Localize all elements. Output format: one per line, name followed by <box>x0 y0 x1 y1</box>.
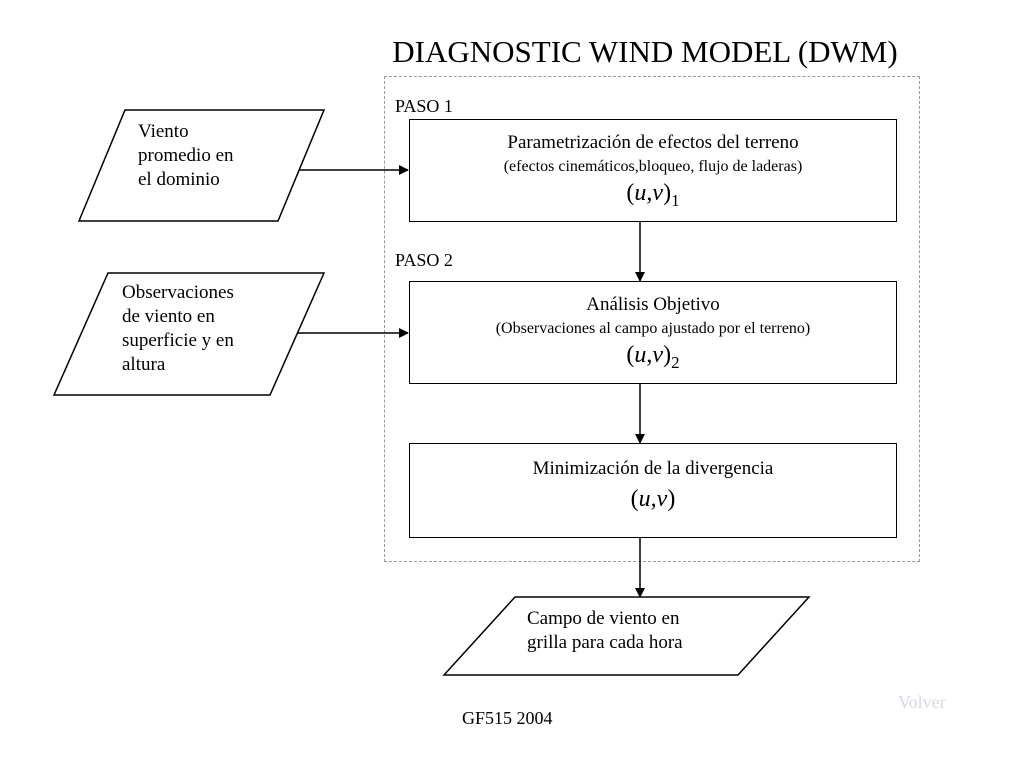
dwm-frame <box>384 76 920 562</box>
output-wind-field-shape <box>442 596 811 676</box>
terrain-box-subtitle: (efectos cinemáticos,bloqueo, flujo de l… <box>503 158 803 175</box>
output-wind-field-text: Campo de viento en grilla para cada hora <box>527 608 683 653</box>
terrain-box-title: Parametrización de efectos del terreno <box>507 132 799 153</box>
step-2-label: PASO 2 <box>395 250 453 270</box>
diagram-title: DIAGNOSTIC WIND MODEL (DWM) <box>392 34 898 69</box>
input-observations-text: Observaciones de viento en superficie y … <box>122 282 234 375</box>
objective-analysis-box: Análisis Objetivo (Observaciones al camp… <box>409 281 897 384</box>
analysis-box-title: Análisis Objetivo <box>586 294 720 315</box>
input-observations-shape <box>52 272 326 396</box>
terrain-parametrization-box: Parametrización de efectos del terreno (… <box>409 119 897 222</box>
footer-course-label: GF515 2004 <box>462 708 553 728</box>
input-mean-wind-shape <box>77 109 326 222</box>
divergence-box-formula: (u,v) <box>630 486 676 512</box>
divergence-minimization-box: Minimización de la divergencia (u,v) <box>409 443 897 538</box>
analysis-box-formula: (u,v)2 <box>626 342 680 372</box>
analysis-box-subtitle: (Observaciones al campo ajustado por el … <box>495 320 811 337</box>
input-mean-wind-text: Viento promedio en el dominio <box>138 121 234 190</box>
divergence-box-title: Minimización de la divergencia <box>532 458 774 479</box>
terrain-box-formula: (u,v)1 <box>626 180 680 210</box>
back-link[interactable]: Volver <box>898 692 946 712</box>
step-1-label: PASO 1 <box>395 96 453 116</box>
